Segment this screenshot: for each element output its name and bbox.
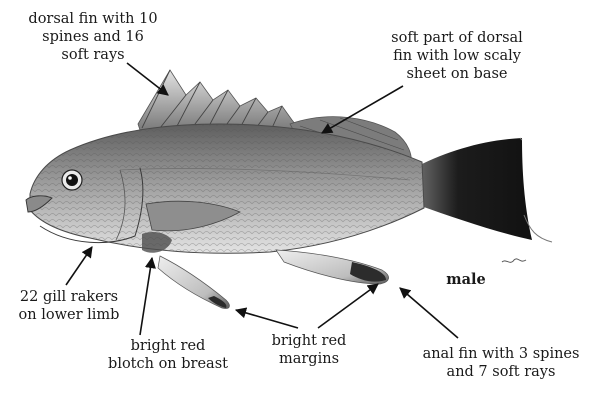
caudal-fin [418, 138, 552, 242]
label-soft-dorsal: soft part of dorsal fin with low scaly s… [372, 29, 542, 83]
arrow-dorsal-fin [127, 63, 168, 95]
sex-label: male [436, 271, 496, 289]
fish-body [30, 124, 424, 253]
label-line: bright red [250, 332, 368, 350]
label-line: soft rays [8, 46, 178, 64]
arrow-gill-rakers [66, 247, 92, 285]
arrow-breast-blotch [140, 258, 152, 335]
arrow-margin-anal [318, 284, 378, 328]
spiny-dorsal-fin [138, 70, 300, 130]
label-line: bright red [96, 337, 240, 355]
anal-fin [276, 250, 389, 284]
label-line: dorsal fin with 10 [8, 10, 178, 28]
label-line: soft part of dorsal [372, 29, 542, 47]
arrow-anal-fin [400, 288, 458, 338]
label-line: fin with low scaly [372, 47, 542, 65]
label-breast-blotch: bright red blotch on breast [96, 337, 240, 373]
label-line: on lower limb [2, 306, 136, 324]
label-red-margins: bright red margins [250, 332, 368, 368]
arrow-margin-pelvic [236, 310, 298, 328]
pelvic-fin [158, 256, 229, 309]
label-dorsal-fin: dorsal fin with 10 spines and 16 soft ra… [8, 10, 178, 64]
label-line: and 7 soft rays [406, 363, 596, 381]
label-line: spines and 16 [8, 28, 178, 46]
label-line: margins [250, 350, 368, 368]
label-line: blotch on breast [96, 355, 240, 373]
label-line: sheet on base [372, 65, 542, 83]
label-gill-rakers: 22 gill rakers on lower limb [2, 288, 136, 324]
label-line: 22 gill rakers [2, 288, 136, 306]
label-anal-fin: anal fin with 3 spines and 7 soft rays [406, 345, 596, 381]
artist-signature [502, 259, 526, 262]
label-line: anal fin with 3 spines [406, 345, 596, 363]
